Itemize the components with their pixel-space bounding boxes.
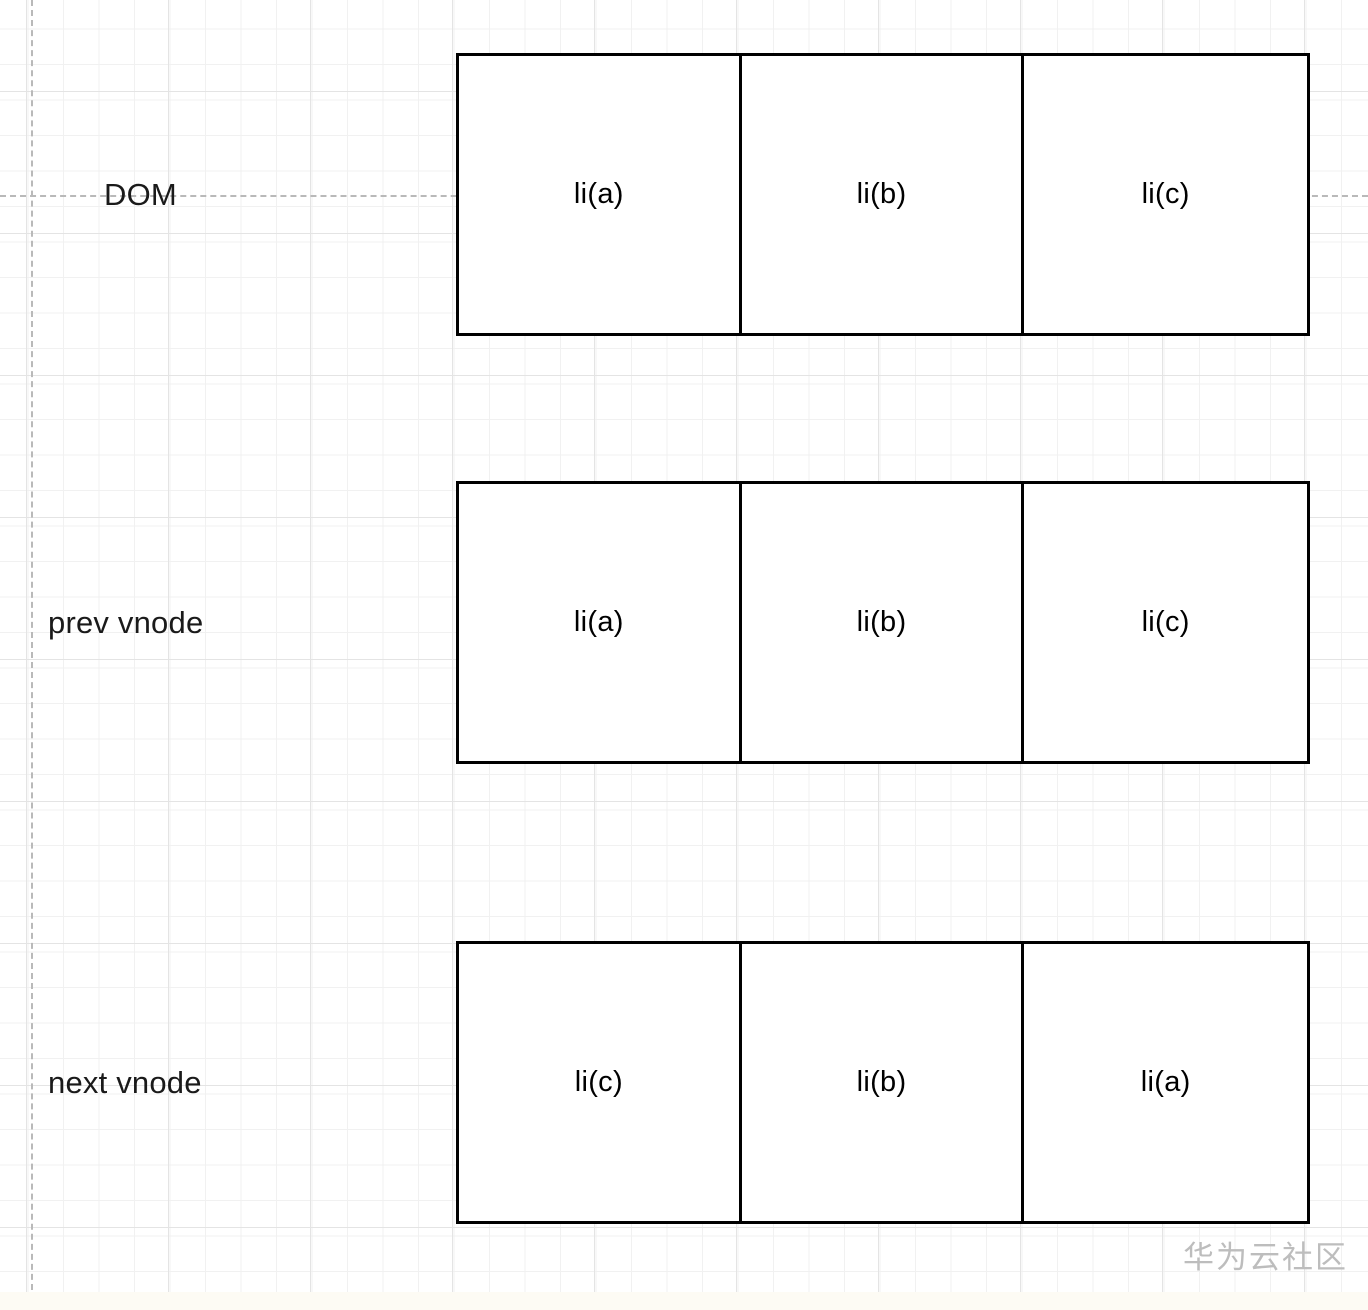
node-row-next-vnode: li(c) li(b) li(a) bbox=[456, 941, 1310, 1224]
node-cell-label: li(a) bbox=[573, 178, 624, 210]
bottom-strip bbox=[0, 1292, 1368, 1310]
node-cell[interactable]: li(a) bbox=[1024, 944, 1307, 1221]
node-cell[interactable]: li(c) bbox=[459, 944, 742, 1221]
node-cell-label: li(a) bbox=[573, 606, 624, 638]
node-cell-label: li(c) bbox=[1141, 178, 1190, 210]
row-label-dom: DOM bbox=[104, 177, 177, 212]
node-row-dom: li(a) li(b) li(c) bbox=[456, 53, 1310, 336]
node-cell[interactable]: li(b) bbox=[741, 944, 1025, 1221]
guide-line-vertical bbox=[31, 0, 33, 1310]
row-label-prev-vnode: prev vnode bbox=[48, 605, 204, 640]
node-cell[interactable]: li(a) bbox=[459, 56, 742, 333]
node-cell-label: li(c) bbox=[574, 1066, 623, 1098]
node-cell-label: li(b) bbox=[856, 1066, 907, 1098]
node-cell[interactable]: li(c) bbox=[1024, 56, 1307, 333]
node-row-prev-vnode: li(a) li(b) li(c) bbox=[456, 481, 1310, 764]
node-cell[interactable]: li(c) bbox=[1024, 484, 1307, 761]
node-cell[interactable]: li(b) bbox=[741, 484, 1025, 761]
node-cell[interactable]: li(b) bbox=[741, 56, 1025, 333]
node-cell-label: li(b) bbox=[856, 606, 907, 638]
node-cell-label: li(b) bbox=[856, 178, 907, 210]
row-label-next-vnode: next vnode bbox=[48, 1065, 202, 1100]
node-cell-label: li(a) bbox=[1140, 1066, 1191, 1098]
watermark: 华为云社区 bbox=[1183, 1240, 1348, 1276]
node-cell[interactable]: li(a) bbox=[459, 484, 742, 761]
node-cell-label: li(c) bbox=[1141, 606, 1190, 638]
